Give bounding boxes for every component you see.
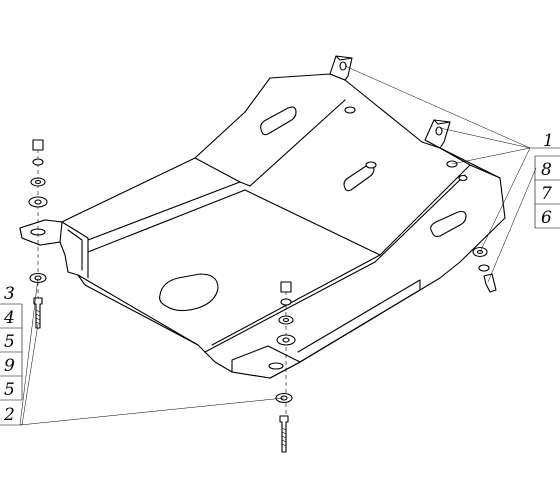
bend-line-8 — [204, 261, 376, 353]
callout-label-7: 7 — [541, 184, 552, 204]
inner-right-edge — [439, 147, 501, 179]
callout-label-6: 6 — [541, 208, 552, 228]
rear-bracket-hole — [268, 362, 284, 370]
rear-lock-washer — [280, 298, 292, 306]
callouts-left: 3 4 5 9 5 2 — [0, 284, 23, 426]
small-hole-1 — [344, 106, 356, 114]
callout-label-9: 9 — [4, 356, 15, 376]
left-fastener-stack — [28, 139, 48, 329]
bend-line-9 — [211, 254, 381, 346]
top-mount-tab-2 — [424, 119, 451, 149]
rear-bracket — [231, 345, 301, 379]
lock-washer — [32, 158, 44, 166]
bend-line-3 — [87, 189, 246, 253]
slot-hole-3 — [430, 210, 467, 238]
top-mount-tab-1 — [329, 55, 353, 81]
rear-nut — [280, 281, 292, 293]
right-bolt — [483, 273, 497, 293]
inner-front-edge — [77, 274, 199, 346]
callout-label-8: 8 — [541, 160, 552, 180]
skid-plate — [19, 73, 506, 379]
front-flange — [61, 221, 89, 279]
leader-lines — [19, 65, 537, 426]
bend-line-5 — [244, 189, 381, 256]
callout-label-4: 4 — [3, 308, 15, 328]
nut — [32, 139, 44, 151]
right-lock-washer — [478, 264, 490, 272]
slot-hole-2 — [343, 164, 375, 192]
bend-line-7 — [374, 174, 466, 263]
right-fastener-stack — [472, 246, 497, 293]
bend-line-6 — [379, 164, 471, 256]
small-hole-4 — [458, 174, 468, 182]
callouts-right: 1 8 7 6 — [530, 131, 560, 229]
callout-label-1: 1 — [543, 131, 554, 151]
bend-line-2 — [87, 181, 241, 241]
drain-hole — [159, 273, 219, 312]
small-hole-2 — [365, 161, 377, 169]
slot-hole-1 — [260, 106, 297, 136]
callout-label-3: 3 — [4, 284, 15, 304]
callout-label-5a: 5 — [4, 332, 15, 352]
callout-label-5b: 5 — [4, 380, 15, 400]
callout-label-2: 2 — [3, 405, 15, 425]
rear-bolt — [279, 415, 289, 453]
bend-line-4 — [249, 99, 346, 187]
